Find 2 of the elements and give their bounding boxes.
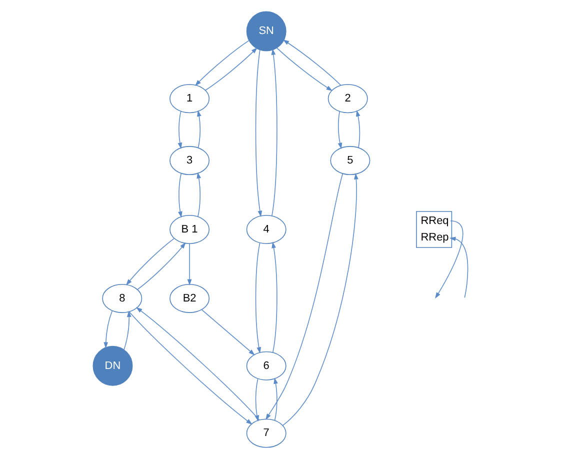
legend-label: RRep (420, 232, 449, 244)
legend-label: RReq (420, 215, 449, 228)
